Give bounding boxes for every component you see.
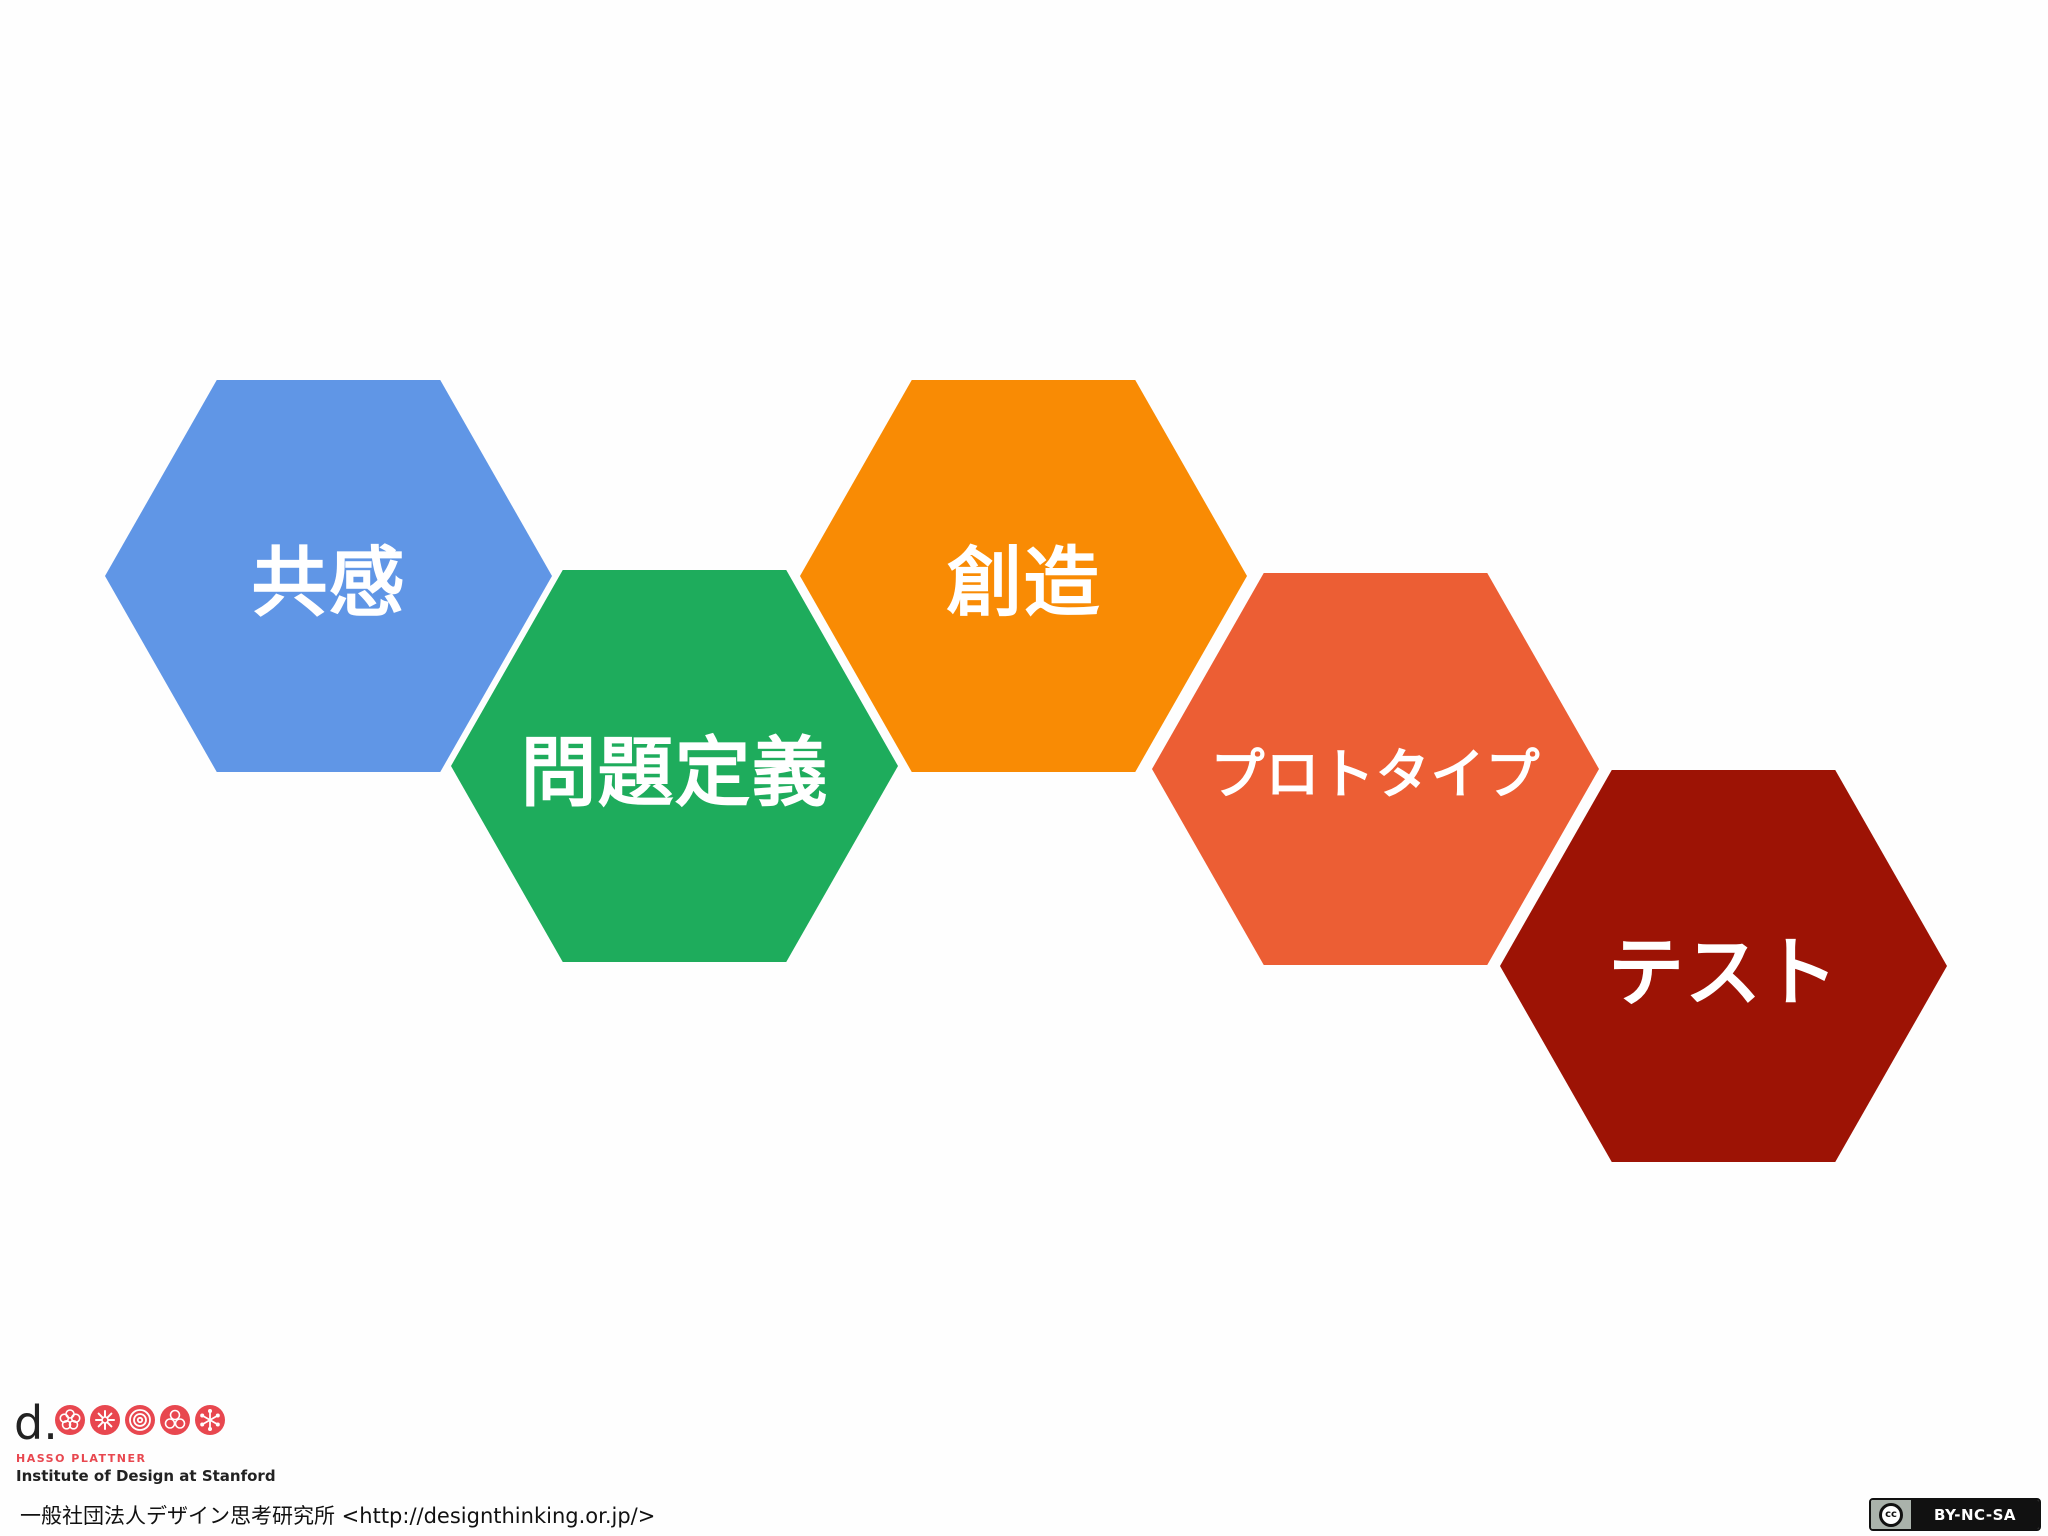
- cc-icon: cc: [1879, 1502, 1903, 1527]
- snowflake-icon: [194, 1404, 226, 1436]
- hexagon-test-label: テスト: [1608, 928, 1839, 1017]
- license-label: BY-NC-SA: [1911, 1500, 2039, 1529]
- logo-subtitle: HASSO PLATTNER: [16, 1452, 147, 1465]
- hexagon-ideate-label: 創造: [946, 538, 1101, 627]
- footer-credit: 一般社団法人デザイン思考研究所 <http://designthinking.o…: [20, 1504, 656, 1528]
- logo-icons: [54, 1404, 226, 1436]
- hexagon-test: テスト: [1500, 770, 1947, 1162]
- hexagon-define-label: 問題定義: [520, 728, 829, 817]
- logo-title: Institute of Design at Stanford: [16, 1467, 276, 1485]
- hexagon-prototype: プロトタイプ: [1152, 573, 1599, 965]
- flower-icon: [54, 1404, 86, 1436]
- hexagon-prototype-label: プロトタイプ: [1210, 742, 1541, 806]
- cc-logo-box: cc: [1871, 1500, 1911, 1529]
- target-icon: [124, 1404, 156, 1436]
- hexagon-empathize-label: 共感: [251, 538, 406, 627]
- logo-mark: d.: [14, 1396, 58, 1450]
- dschool-logo: d.: [14, 1396, 276, 1490]
- cc-license-badge: cc BY-NC-SA: [1869, 1498, 2041, 1531]
- asterisk-icon: [89, 1404, 121, 1436]
- triangle-circles-icon: [159, 1404, 191, 1436]
